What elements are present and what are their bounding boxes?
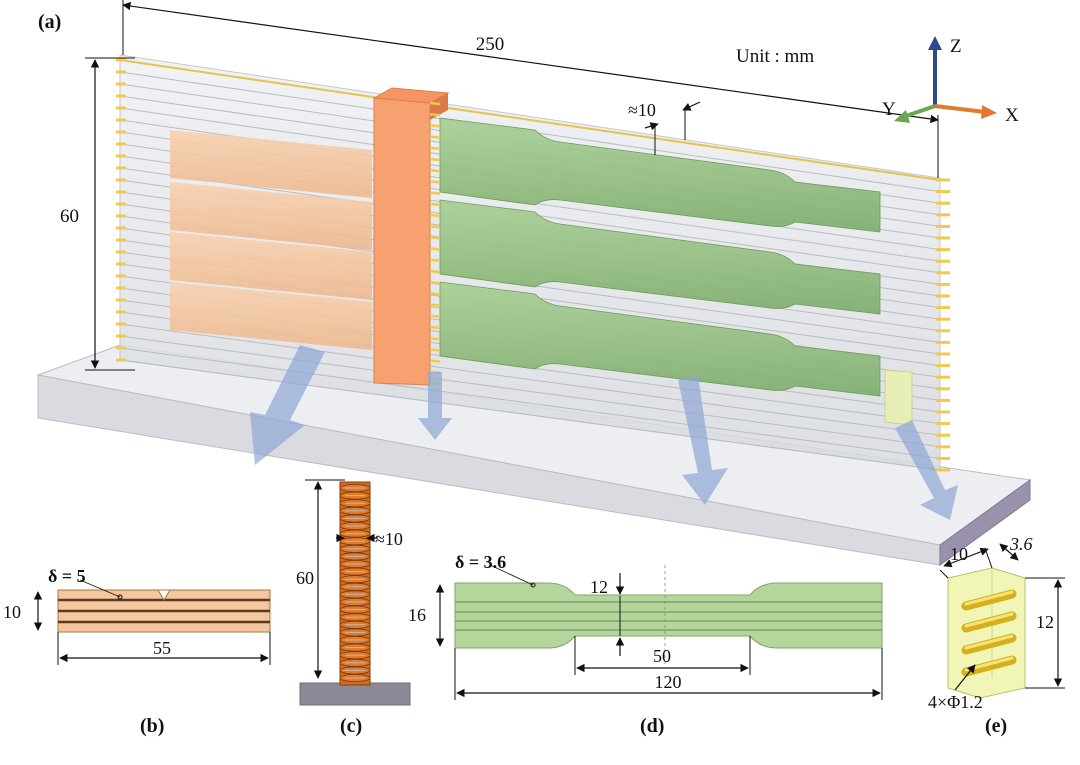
wire-end	[429, 157, 441, 162]
panel-d-label: (d)	[640, 715, 664, 737]
section-arrows	[250, 345, 958, 520]
wire-end	[429, 146, 441, 151]
dim-60-label: 60	[60, 206, 79, 227]
panel-e-wire: 4×Φ1.2	[928, 692, 983, 712]
panel-c-label: (c)	[340, 715, 362, 737]
wire-rod	[961, 611, 1017, 633]
dim-250: 250	[122, 0, 939, 178]
wire-end	[429, 258, 441, 263]
section-block	[947, 567, 1026, 699]
wire-end	[429, 213, 441, 218]
panel-a-label: (a)	[38, 11, 61, 33]
layer-line	[119, 335, 941, 448]
axis-y-label: Y	[882, 99, 896, 120]
wire-rod	[961, 589, 1017, 611]
wire-end	[429, 269, 441, 274]
panel-c-width: ≈10	[375, 529, 403, 549]
panel-d-delta: δ = 3.6	[455, 552, 506, 572]
wire-end	[429, 168, 441, 173]
wire-end	[429, 191, 441, 195]
panel-e-thickness: 3.6	[1009, 534, 1033, 554]
wire-ends	[116, 58, 950, 472]
panel-c-substrate	[299, 682, 411, 706]
wire-end	[429, 124, 441, 128]
wire-end	[429, 236, 441, 240]
panel-d-gauge-width: 12	[590, 577, 608, 597]
panel-c: 60 ≈10 (c)	[296, 479, 411, 737]
panel-c-beads	[339, 483, 371, 683]
wire-end	[429, 247, 441, 251]
wire-end	[429, 336, 441, 341]
wire-end	[429, 359, 441, 363]
green-specimens	[439, 117, 881, 397]
wire-end	[429, 112, 441, 117]
wire-highlight	[964, 634, 1014, 650]
dim-spacing: ≈10	[628, 100, 701, 155]
wire-end	[429, 180, 441, 184]
wire-end	[429, 135, 441, 139]
panel-a: (a)	[36, 0, 1032, 566]
axis-x-label: X	[1005, 105, 1019, 126]
wire-end	[429, 101, 441, 106]
wire-end	[429, 348, 441, 352]
orange-specimens	[170, 130, 372, 350]
dim-250-label: 250	[476, 34, 505, 55]
wire-highlight	[964, 590, 1014, 606]
layer-line	[119, 347, 941, 459]
layer-line	[119, 323, 941, 436]
wire-end	[429, 292, 441, 296]
panel-d: δ = 3.6 16 12 50 120 (d)	[408, 552, 883, 737]
wire-rod	[961, 633, 1017, 655]
wire-end	[429, 303, 441, 307]
coordinate-axes: Z X Y	[882, 36, 1019, 126]
dogbone-specimen	[454, 582, 883, 649]
panel-e-height: 12	[1036, 612, 1054, 632]
panel-b-delta: δ = 5	[48, 566, 86, 586]
layer-line	[119, 359, 941, 471]
panel-e-width: 10	[950, 544, 968, 564]
panel-e-label: (e)	[985, 715, 1007, 737]
wire-end	[429, 202, 441, 207]
unit-text: Unit : mm	[736, 46, 814, 67]
panel-b-height: 10	[3, 602, 21, 622]
wire-end	[429, 325, 441, 330]
panel-e: 10 3.6 12 4×Φ1.2 (e)	[928, 534, 1065, 737]
wire-end	[429, 224, 441, 229]
dim-spacing-label: ≈10	[628, 100, 656, 120]
panel-b: δ = 5 10 55 (b)	[3, 566, 271, 737]
panel-b-label: (b)	[140, 715, 164, 737]
wire-end	[429, 280, 441, 285]
wire-highlight	[964, 612, 1014, 628]
panel-d-height: 16	[408, 605, 426, 625]
wire-end	[429, 314, 441, 319]
panel-c-height: 60	[296, 568, 314, 588]
dim-60: 60	[60, 57, 135, 371]
panel-b-length: 55	[153, 638, 171, 658]
axis-z-label: Z	[950, 36, 962, 57]
panel-d-gauge-length: 50	[653, 646, 671, 666]
section-block-e	[884, 369, 913, 426]
panel-d-length: 120	[655, 672, 682, 692]
